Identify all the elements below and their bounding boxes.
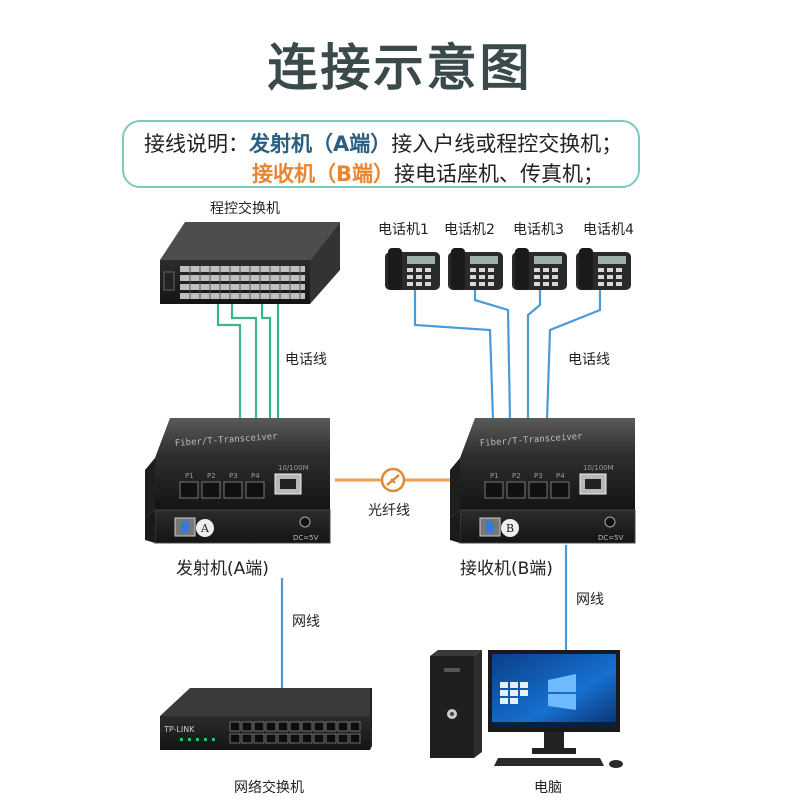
legend-a-name: 发射机（A端） — [249, 132, 392, 156]
blue-line-1 — [413, 290, 495, 421]
legend-b-desc: 接电话座机、传真机； — [394, 162, 605, 186]
device-text-power: DC=5V — [293, 534, 319, 542]
net-line-right-label: 网线 — [576, 592, 604, 608]
transmitter-label: 发射机(A端) — [176, 559, 269, 579]
phone-4-icon — [576, 248, 631, 290]
device-text-p4: P4 — [556, 472, 565, 480]
device-text-p4: P4 — [251, 472, 260, 480]
phone-line-right-label: 电话线 — [568, 352, 610, 368]
phone-lines — [413, 290, 602, 421]
legend-line-b: 接收机（B端）接电话座机、传真机； — [252, 158, 604, 188]
phone-1-icon — [385, 248, 440, 290]
device-text-b: B — [506, 522, 514, 535]
legend-line-a: 接线说明：发射机（A端）接入户线或程控交换机； — [144, 128, 622, 158]
legend-prefix: 接线说明： — [144, 132, 249, 156]
phone-4-label: 电话机4 — [583, 222, 634, 238]
page-title: 连接示意图 — [267, 39, 533, 97]
pbx-phone-lines — [216, 300, 280, 420]
phone-1-label: 电话机1 — [378, 222, 429, 238]
device-text-power: DC=5V — [598, 534, 624, 542]
phone-line-left-label: 电话线 — [285, 352, 327, 368]
wiring-legend: 接线说明：发射机（A端）接入户线或程控交换机； 接收机（B端）接电话座机、传真机… — [122, 120, 640, 188]
green-line-2 — [230, 300, 258, 420]
legend-b-name: 接收机（B端） — [252, 162, 395, 186]
device-text-p3: P3 — [229, 472, 238, 480]
receiver-label: 接收机(B端) — [460, 559, 553, 579]
blue-line-4 — [545, 290, 602, 421]
monitor-icon — [488, 650, 623, 768]
pc-tower-icon — [430, 650, 482, 758]
pbx-device — [160, 222, 340, 304]
legend-a-desc: 接入户线或程控交换机； — [391, 132, 623, 156]
phone-2-label: 电话机2 — [444, 222, 495, 238]
device-text-p2: P2 — [207, 472, 216, 480]
device-text-eth: 10/100M — [583, 464, 614, 472]
network-switch-device: TP-LINK — [160, 688, 372, 750]
fiber-connector-icon — [380, 467, 406, 493]
device-text-eth: 10/100M — [278, 464, 309, 472]
blue-line-3 — [526, 290, 542, 420]
phone-2-icon — [448, 248, 503, 290]
fiber-label: 光纤线 — [368, 503, 410, 519]
switch-label: 网络交换机 — [234, 780, 304, 796]
device-text-p2: P2 — [512, 472, 521, 480]
green-line-3 — [260, 300, 272, 420]
phone-3-label: 电话机3 — [513, 222, 564, 238]
device-text-p3: P3 — [534, 472, 543, 480]
device-text-p1: P1 — [185, 472, 194, 480]
device-text-a: A — [200, 522, 210, 535]
green-line-1 — [216, 300, 242, 420]
computer-label: 电脑 — [534, 780, 562, 796]
blue-line-2 — [473, 290, 512, 421]
phone-3-icon — [512, 248, 567, 290]
device-text-p1: P1 — [490, 472, 499, 480]
net-line-left-label: 网线 — [292, 614, 320, 630]
device-text-switch: TP-LINK — [163, 725, 195, 734]
pbx-label: 程控交换机 — [210, 201, 280, 217]
